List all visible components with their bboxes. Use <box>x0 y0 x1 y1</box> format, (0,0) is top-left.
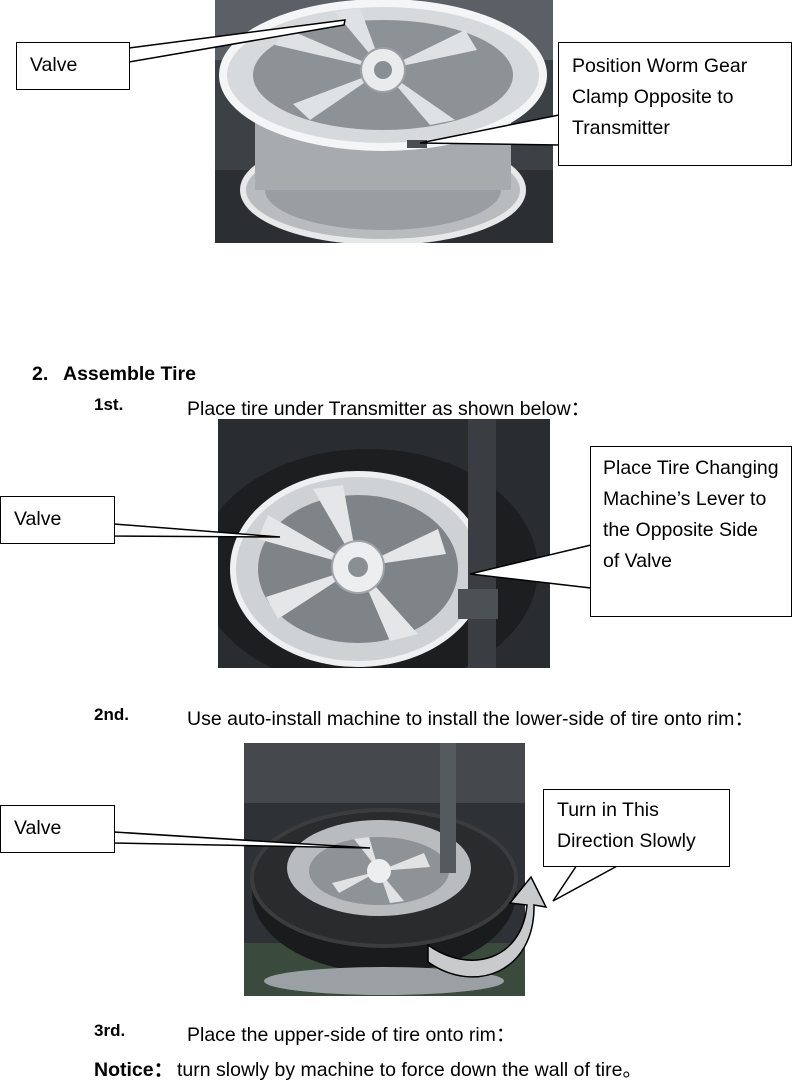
notice-label: Notice： <box>94 1059 174 1081</box>
step-1-text: Place tire under Transmitter as shown be… <box>187 398 591 420</box>
lever-callout: Place Tire Changing Machine’s Lever to t… <box>590 446 792 617</box>
rim-photo-image <box>215 0 553 243</box>
notice-text: turn slowly by machine to force down the… <box>177 1059 642 1081</box>
step-2-label: 2nd. <box>94 705 129 724</box>
rim-photo <box>215 0 553 243</box>
step-3-text: Place the upper-side of tire onto rim： <box>187 1024 516 1046</box>
turn-callout-tail <box>552 864 620 902</box>
step-2-text: Use auto-install machine to install the … <box>187 708 754 730</box>
valve-callout-1: Valve <box>16 42 130 90</box>
turn-callout: Turn in This Direction Slowly <box>543 789 730 867</box>
worm-gear-callout: Position Worm Gear Clamp Opposite to Tra… <box>558 42 792 166</box>
auto-install-photo <box>244 743 525 996</box>
step-1-label: 1st. <box>94 395 124 414</box>
auto-install-image <box>244 743 525 996</box>
tire-placement-image <box>218 419 550 668</box>
tire-placement-photo <box>218 419 550 668</box>
valve-callout-3: Valve <box>0 805 115 853</box>
step-3-label: 3rd. <box>94 1021 126 1040</box>
section-number: 2. <box>32 363 49 385</box>
valve-callout-2: Valve <box>0 496 115 544</box>
section-title: Assemble Tire <box>63 363 196 385</box>
